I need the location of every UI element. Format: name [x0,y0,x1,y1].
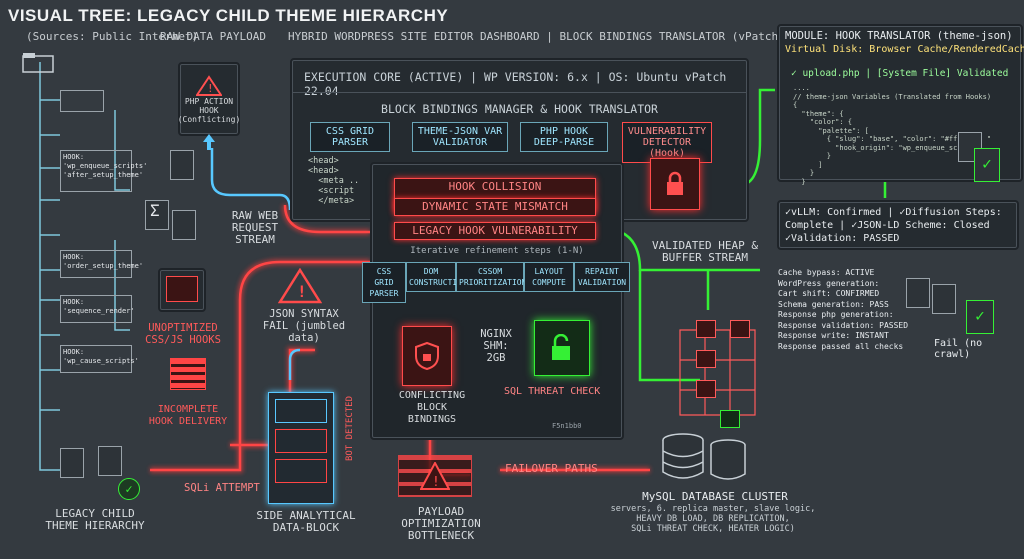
db-detail-line: servers, 6. replica master, slave logic, [610,504,816,514]
unoptimized-label: UNOPTIMIZED CSS/JS HOOKS [145,322,221,346]
vllm-line: ✓Validation: PASSED [785,233,900,244]
vllm-line: Complete | ✓JSON-LD Scheme: Closed [785,220,990,231]
document-icon [906,278,930,308]
warning-icon: ! [278,268,322,304]
check-doc-icon: ✓ [966,300,994,334]
dashboard-label: HYBRID WORDPRESS SITE EDITOR DASHBOARD |… [288,30,825,43]
code-snippet: <head> <head> <meta .. <script </meta> [308,156,360,206]
iteration-label: Iterative refinement steps (1-N) [410,246,584,256]
module-php-hook: PHP HOOK DEEP-PARSE [520,122,608,152]
warning-state-mismatch: DYNAMIC STATE MISMATCH [394,198,596,216]
data-block-cube [268,392,334,504]
check-item: Response write: INSTANT [778,331,889,340]
svg-text:!: ! [432,475,440,490]
step-css-grid: CSS GRID PARSER [362,262,406,303]
manager-title: BLOCK BINDINGS MANAGER & HOOK TRANSLATOR [381,102,658,116]
db-cluster-details: servers, 6. replica master, slave logic,… [598,504,828,534]
document-icon [958,132,982,162]
document-icon [172,210,196,240]
step-dom: DOM CONSTRUCTION [406,262,467,292]
shield-icon [402,326,452,386]
payload-bottleneck-label: PAYLOAD OPTIMIZATION BOTTLENECK [401,505,481,542]
checks-list: Cache bypass: ACTIVE WordPress generatio… [778,268,908,352]
sources-label: (Sources: Public Internet) [26,30,199,43]
step-layout: LAYOUT COMPUTE [524,262,574,292]
bot-detected-label: BOT DETECTED [345,396,355,462]
nginx-label: NGINX SHM: 2GB [480,328,512,364]
virtual-disk-label: Virtual Disk: Browser Cache/RenderedCach… [785,44,1024,55]
footer-code: F5n1bb0 [552,422,582,430]
db-node [730,320,750,338]
sql-threat-label: SQL THREAT CHECK [504,386,601,397]
terminal-icon [166,276,198,302]
module-css-grid: CSS GRID PARSER [310,122,390,152]
heap-stream-label: VALIDATED HEAP & BUFFER STREAM [652,239,758,264]
legacy-hierarchy-label: LEGACY CHILD THEME HIERARCHY [45,507,145,532]
tree-lines [39,62,130,471]
tree-hook-node: HOOK: 'wp_enqueue_scripts''after_setup_t… [60,150,147,192]
db-shield-node [720,410,740,428]
check-item: Cart shift: CONFIRMED [778,289,880,298]
document-icon [98,446,124,478]
db-node [696,380,716,398]
check-item: Schema generation: PASS [778,299,889,309]
step-repaint: REPAINT VALIDATION [574,262,630,292]
check-item: Response validation: PASSED [778,320,909,330]
document-icon [170,150,194,180]
tree-hook-node: HOOK: 'order_setup_theme' [60,250,143,278]
check-item: WordPress generation: [778,278,880,288]
root-folder-icon [22,52,56,74]
raw-web-request-label: RAW WEB REQUEST STREAM [231,209,279,246]
db-detail-line: HEAVY DB LOAD, DB REPLICATION, [636,514,790,524]
module-title: MODULE: HOOK TRANSLATOR (theme-json) [785,30,1013,42]
alert-icon: ! [196,74,222,96]
check-item: Response passed all checks [778,341,904,351]
check-item: Cache bypass: ACTIVE [778,268,875,277]
tree-node [60,90,104,112]
check-badge-icon: ✓ [118,478,140,500]
conflict-label: CONFLICTING BLOCK BINDINGS [398,390,466,425]
tree-hook-node: HOOK: 'wp_cause_scripts' [60,345,139,373]
hook-translator-module: MODULE: HOOK TRANSLATOR (theme-json) Vir… [777,24,1024,186]
sigma-doc-icon: Σ [145,200,169,230]
vllm-line: ✓vLLM: Confirmed | ✓Diffusion Steps: [785,207,1002,218]
db-detail-line: SQLi THREAT CHECK, HEATER LOGIC) [631,524,795,534]
php-hook-label: PHP ACTION HOOK (Conflicting) [177,96,241,124]
lock-icon [650,158,700,210]
check-doc-icon: ✓ [974,148,1000,182]
database-icon [662,433,704,479]
core-status: EXECUTION CORE (ACTIVE) | WP VERSION: 6.… [304,70,727,98]
db-node [696,320,716,338]
incomplete-delivery-label: INCOMPLETE HOOK DELIVERY [148,404,228,427]
unlocked-lock-icon [534,320,590,376]
check-item: Response php generation: [778,310,894,319]
validation-panel: ✓vLLM: Confirmed | ✓Diffusion Steps: Com… [777,200,1019,250]
php-action-hook-chip: ! PHP ACTION HOOK (Conflicting) [178,62,240,136]
database-icon [710,439,746,480]
warning-icon: ! [420,462,450,490]
sqli-attempt-label: SQLi ATTEMPT [184,482,260,494]
db-cluster-title: MySQL DATABASE CLUSTER [642,490,788,503]
upload-status: ✓ upload.php | [System File] Validated [791,68,1009,79]
arrow-up-icon [203,134,215,150]
page-title: VISUAL TREE: LEGACY CHILD THEME HIERARCH… [8,6,449,25]
module-vulnerability: VULNERABILITY DETECTOR (Hook) [622,122,712,163]
document-icon [60,448,86,480]
fail-label: Fail (no crawl) [934,338,983,360]
step-cssom: CSSOM PRIORITIZATION [456,262,526,292]
module-theme-json: THEME-JSON VAR VALIDATOR [412,122,508,152]
document-icon [932,284,956,314]
svg-text:!: ! [297,282,307,301]
side-data-label: SIDE ANALYTICAL DATA-BLOCK [256,509,356,534]
raw-payload-label: RAW DATA PAYLOAD [160,30,266,43]
db-node [696,350,716,368]
inner-processing-panel: HOOK COLLISION (Prioritization) DYNAMIC … [362,162,630,440]
server-stack-icon [170,358,206,390]
svg-text:!: ! [207,82,214,95]
failover-label: FAILOVER PATHS [505,462,598,475]
terminal-chip [158,268,206,312]
warning-legacy-vulnerability: LEGACY HOOK VULNERABILITY [394,222,596,240]
tree-hook-node: HOOK: 'sequence_render' [60,295,135,323]
json-fail-label: JSON SYNTAX FAIL (jumbled data) [262,308,346,344]
